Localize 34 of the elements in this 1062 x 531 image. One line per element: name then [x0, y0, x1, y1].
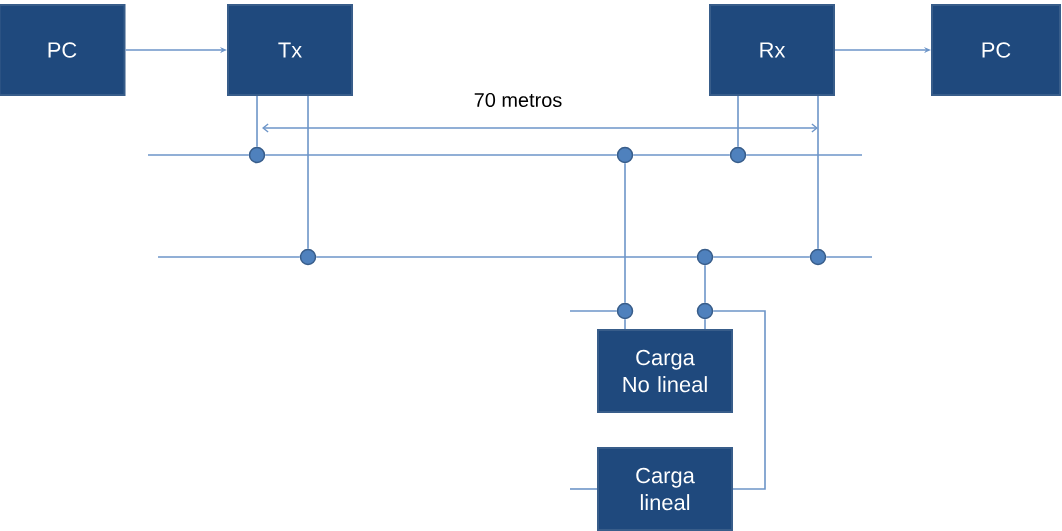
junction-dot	[696, 302, 714, 320]
process-box: Carga No lineal	[597, 329, 733, 413]
connector-line	[817, 95, 819, 250]
connector-line	[825, 256, 873, 258]
process-box: PC	[0, 4, 126, 96]
connector-line	[745, 154, 863, 156]
junction-dot	[729, 146, 747, 164]
junction-dot	[616, 146, 634, 164]
connector-line	[712, 310, 766, 490]
connector-line	[157, 256, 301, 258]
process-box: Carga lineal	[597, 447, 733, 531]
junction-dot	[809, 248, 827, 266]
process-box: Tx	[227, 4, 353, 96]
connector-line	[569, 310, 618, 312]
connector-line	[624, 318, 626, 330]
process-box: Rx	[709, 4, 835, 96]
junction-dot	[248, 146, 266, 164]
process-box: PC	[931, 4, 1061, 96]
connector-line	[307, 95, 309, 250]
connector-line	[632, 154, 731, 156]
junction-dot	[299, 248, 317, 266]
connector-line	[624, 162, 626, 304]
connector-line	[704, 318, 706, 330]
junction-dot	[616, 302, 634, 320]
connector-line	[315, 256, 698, 258]
connector-line	[147, 154, 250, 156]
junction-dot	[696, 248, 714, 266]
connector-line	[704, 264, 706, 304]
connector-line	[569, 488, 598, 490]
connector-line	[264, 154, 618, 156]
connector-line	[256, 95, 258, 148]
dimension-label: 70 metros	[474, 92, 562, 108]
connector-line	[737, 95, 739, 148]
connector-line	[712, 256, 811, 258]
